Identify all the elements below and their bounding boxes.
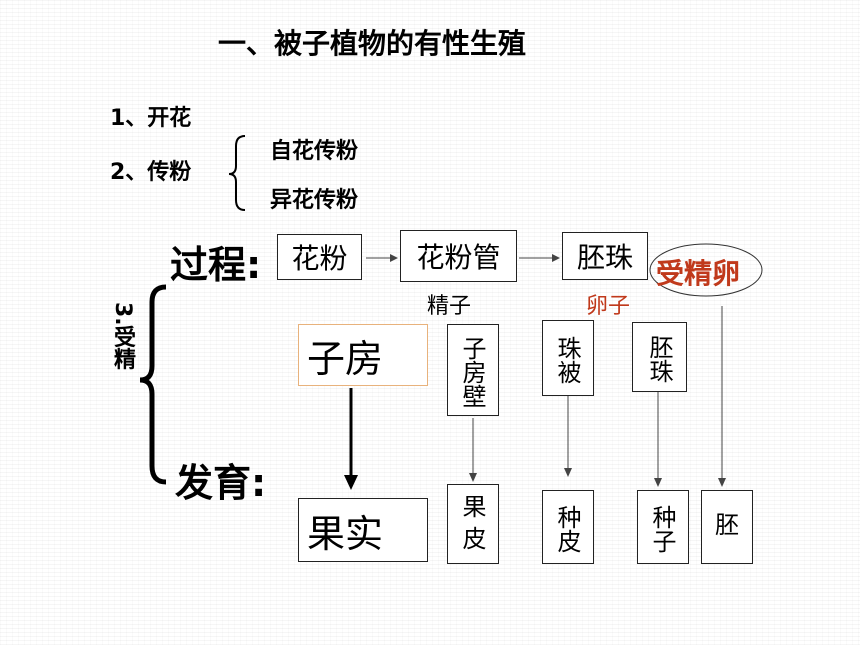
integument-box: 珠被	[542, 320, 594, 396]
fruit-box: 果实	[298, 498, 428, 562]
fertilized-egg-label: 受精卵	[656, 257, 741, 290]
item-pollination: 2、传粉	[110, 160, 192, 185]
seed-coat-box: 种皮	[542, 490, 594, 564]
sperm-label: 精子	[427, 294, 472, 319]
ovary-box: 子房	[298, 324, 428, 386]
ovule-process-box: 胚珠	[562, 232, 648, 280]
ovary-wall-box: 子房壁	[447, 324, 499, 416]
ovule-box: 胚珠	[632, 322, 687, 392]
pollination-self: 自花传粉	[270, 139, 359, 164]
pericarp-box: 果皮	[447, 484, 499, 564]
pollination-cross: 异花传粉	[270, 188, 359, 213]
development-label: 发育:	[175, 461, 267, 505]
item-fertilization: 3.受精	[110, 302, 135, 370]
pollen-box: 花粉	[277, 234, 362, 280]
pollen-tube-box: 花粉管	[400, 230, 517, 282]
process-label: 过程:	[170, 243, 262, 287]
item-flowering: 1、开花	[110, 106, 192, 131]
page-title: 一、被子植物的有性生殖	[218, 27, 527, 60]
egg-label: 卵子	[586, 294, 631, 319]
embryo-box: 胚	[701, 490, 753, 564]
seed-box: 种子	[637, 490, 689, 564]
